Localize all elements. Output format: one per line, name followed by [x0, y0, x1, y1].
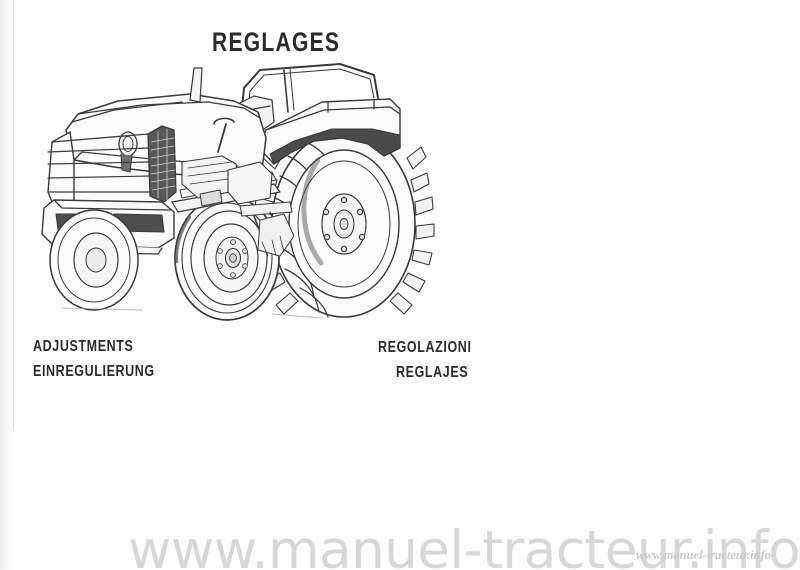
nose-bands-group	[47, 131, 153, 213]
label-regolazioni: REGOLAZIONI	[378, 339, 472, 356]
watermark-small: www.manuel-tracteur.info	[636, 548, 771, 562]
front-wheel-group	[174, 195, 280, 321]
label-einregulierung: EINREGULIERUNG	[33, 363, 155, 380]
tractor-illustration	[22, 52, 492, 324]
rear-fender-group	[258, 98, 401, 165]
roll-bar-group	[239, 63, 379, 129]
scan-edge-line	[13, 0, 14, 430]
label-reglajes: REGLAJES	[396, 364, 469, 381]
chassis-group	[171, 67, 295, 257]
page-title: REGLAGES	[212, 27, 341, 57]
watermark-large: www.manuel-tracteur.info	[128, 520, 800, 570]
scan-edge-shadow	[0, 0, 14, 570]
grille-group	[147, 125, 177, 203]
label-adjustments: ADJUSTMENTS	[33, 338, 134, 355]
front-left-wheel-group	[49, 209, 139, 311]
ground-line-group	[61, 307, 323, 319]
